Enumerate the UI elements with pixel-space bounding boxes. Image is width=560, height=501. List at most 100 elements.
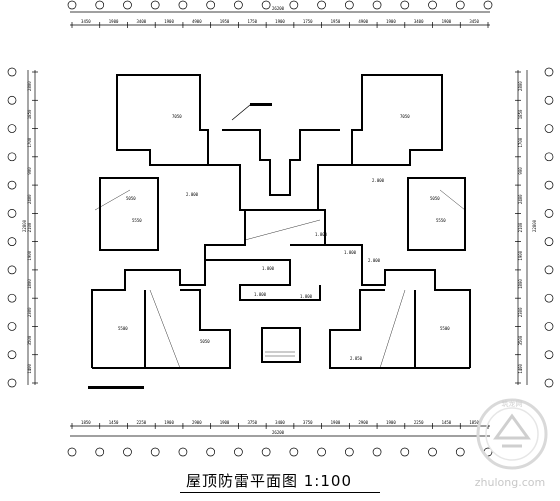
zhulong-watermark-logo: 筑龙网 zhulong.com <box>475 398 548 489</box>
bottom-dimension-axis-bubble <box>317 447 326 457</box>
right-dimension-axis-bubble <box>544 95 554 105</box>
top-dimension-axis-bubble <box>178 0 188 10</box>
top-dimension-axis-bubble <box>400 0 410 10</box>
bottom-dimension-segment-label: 3400 <box>275 420 285 425</box>
room-label: 5500 <box>440 326 450 331</box>
bottom-dimension-axis-bubble <box>178 447 188 457</box>
top-dimension-segment-label: 3400 <box>414 19 424 24</box>
right-dimension-axis-bubble <box>544 124 554 133</box>
room-label: 2.000 <box>372 178 385 183</box>
bottom-dimension-segment-label: 1450 <box>442 420 452 425</box>
bottom-dimension-segment-label: 3750 <box>303 420 313 425</box>
room-label: 1.800 <box>254 292 267 297</box>
top-dimension-axis-bubble <box>455 0 465 10</box>
left-dimension-segment-label: 1700 <box>27 137 32 147</box>
title-underline <box>180 492 380 493</box>
right-dimension-segment-label: 1400 <box>518 363 523 373</box>
bottom-dimension-segment-label: 1900 <box>386 420 396 425</box>
left-dimension-segment-label: 2400 <box>27 194 32 204</box>
left-dimension-segment-label: 900 <box>27 167 32 175</box>
room-label: 1.800 <box>315 232 328 237</box>
right-overall-dimension: 22800 <box>532 219 537 232</box>
right-dimension-segment-label: 2300 <box>518 307 523 317</box>
top-dimension-segment-label: 4900 <box>192 19 202 24</box>
right-dimension-axis-bubble <box>544 265 554 275</box>
left-dimension-segment-label: 2800 <box>27 81 32 91</box>
room-label: 5050 <box>200 339 210 344</box>
right-dimension-segment-label: 1850 <box>518 109 523 119</box>
left-dimension-chain: 22800 2800185017009002400210019001800230… <box>7 67 38 388</box>
left-dimension-segment-label: 2100 <box>27 222 32 232</box>
bottom-dimension-segment-label: 3750 <box>247 420 257 425</box>
bottom-dimension-segment-label: 1850 <box>469 420 479 425</box>
top-dimension-axis-bubble <box>261 0 271 10</box>
top-dimension-segment-label: 4900 <box>358 19 368 24</box>
left-dimension-segment-label: 1400 <box>27 363 32 373</box>
top-dimension-axis-bubble <box>289 0 299 10</box>
top-dimension-segment-label: 1750 <box>303 19 313 24</box>
top-dimension-segment-label: 1900 <box>386 19 396 24</box>
room-label: 5550 <box>436 218 446 223</box>
building-outline <box>88 74 471 389</box>
bottom-dimension-axis-bubble <box>261 447 271 457</box>
bottom-dimension-axis-bubble <box>372 447 382 457</box>
right-dimension-axis-bubble <box>544 209 554 218</box>
top-dimension-axis-bubble <box>234 0 243 10</box>
bottom-dimension-axis-bubble <box>206 447 216 457</box>
left-dimension-segment-label: 1800 <box>27 279 32 289</box>
bottom-dimension-axis-bubble <box>344 447 354 457</box>
watermark-ring-text: 筑龙网 <box>502 399 523 408</box>
left-dimension-axis-bubble <box>7 180 17 190</box>
bottom-dimension-segment-label: 2900 <box>192 420 202 425</box>
left-dimension-segment-label: 1850 <box>27 109 32 119</box>
bottom-overall-dimension: 26200 <box>272 430 285 435</box>
top-dimension-segment-label: 3450 <box>469 19 479 24</box>
right-dimension-segment-label: 2100 <box>518 222 523 232</box>
right-dimension-segment-label: 3500 <box>518 335 523 345</box>
left-dimension-axis-bubble <box>7 152 17 162</box>
bottom-dimension-axis-bubble <box>150 447 160 457</box>
bottom-dimension-axis-bubble <box>234 447 243 457</box>
left-dimension-axis-bubble <box>7 350 17 360</box>
bottom-dimension-axis-bubble <box>123 447 132 457</box>
watermark-text: zhulong.com <box>475 476 545 489</box>
room-label: 1.800 <box>262 266 275 271</box>
left-dimension-segment-label: 2300 <box>27 307 32 317</box>
left-overall-dimension: 22800 <box>22 219 27 232</box>
right-dimension-segment-label: 2800 <box>518 81 523 91</box>
right-dimension-chain: 22800 2800185017009002400210019001800230… <box>515 67 554 388</box>
bottom-dimension-segment-label: 1900 <box>331 420 341 425</box>
top-dimension-segment-label: 3400 <box>137 19 147 24</box>
right-dimension-axis-bubble <box>544 378 554 388</box>
top-dimension-segment-label: 1900 <box>442 19 452 24</box>
bottom-dimension-axis-bubble <box>67 447 77 457</box>
left-dimension-segment-label: 3500 <box>27 335 32 345</box>
left-dimension-axis-bubble <box>7 322 17 331</box>
bottom-dimension-segment-label: 1850 <box>81 420 91 425</box>
bottom-dimension-segment-label: 2250 <box>414 420 424 425</box>
right-dimension-axis-bubble <box>544 350 554 360</box>
right-dimension-segment-label: 1800 <box>518 279 523 289</box>
top-dimension-axis-bubble <box>317 0 326 10</box>
right-dimension-axis-bubble <box>544 180 554 190</box>
top-dimension-segment-label: 1900 <box>164 19 174 24</box>
top-overall-dimension: 26200 <box>272 6 285 11</box>
left-dimension-axis-bubble <box>7 95 17 105</box>
room-label: 7050 <box>172 114 182 119</box>
bottom-dimension-axis-bubble <box>400 447 410 457</box>
bottom-dimension-axis-bubble <box>289 447 299 457</box>
left-dimension-axis-bubble <box>7 293 17 303</box>
right-dimension-axis-bubble <box>544 152 554 162</box>
right-dimension-segment-label: 1900 <box>518 250 523 260</box>
right-dimension-axis-bubble <box>544 293 554 303</box>
top-dimension-segment-label: 1950 <box>220 19 230 24</box>
room-label: 1.800 <box>300 294 313 299</box>
right-dimension-segment-label: 900 <box>518 167 523 175</box>
top-dimension-segment-label: 1900 <box>109 19 119 24</box>
bottom-dimension-chain: 26200 1850 1450 2250 1900 2900 1900 3750 3400 37… <box>67 420 493 457</box>
top-dimension-segment-label: 3450 <box>81 19 91 24</box>
